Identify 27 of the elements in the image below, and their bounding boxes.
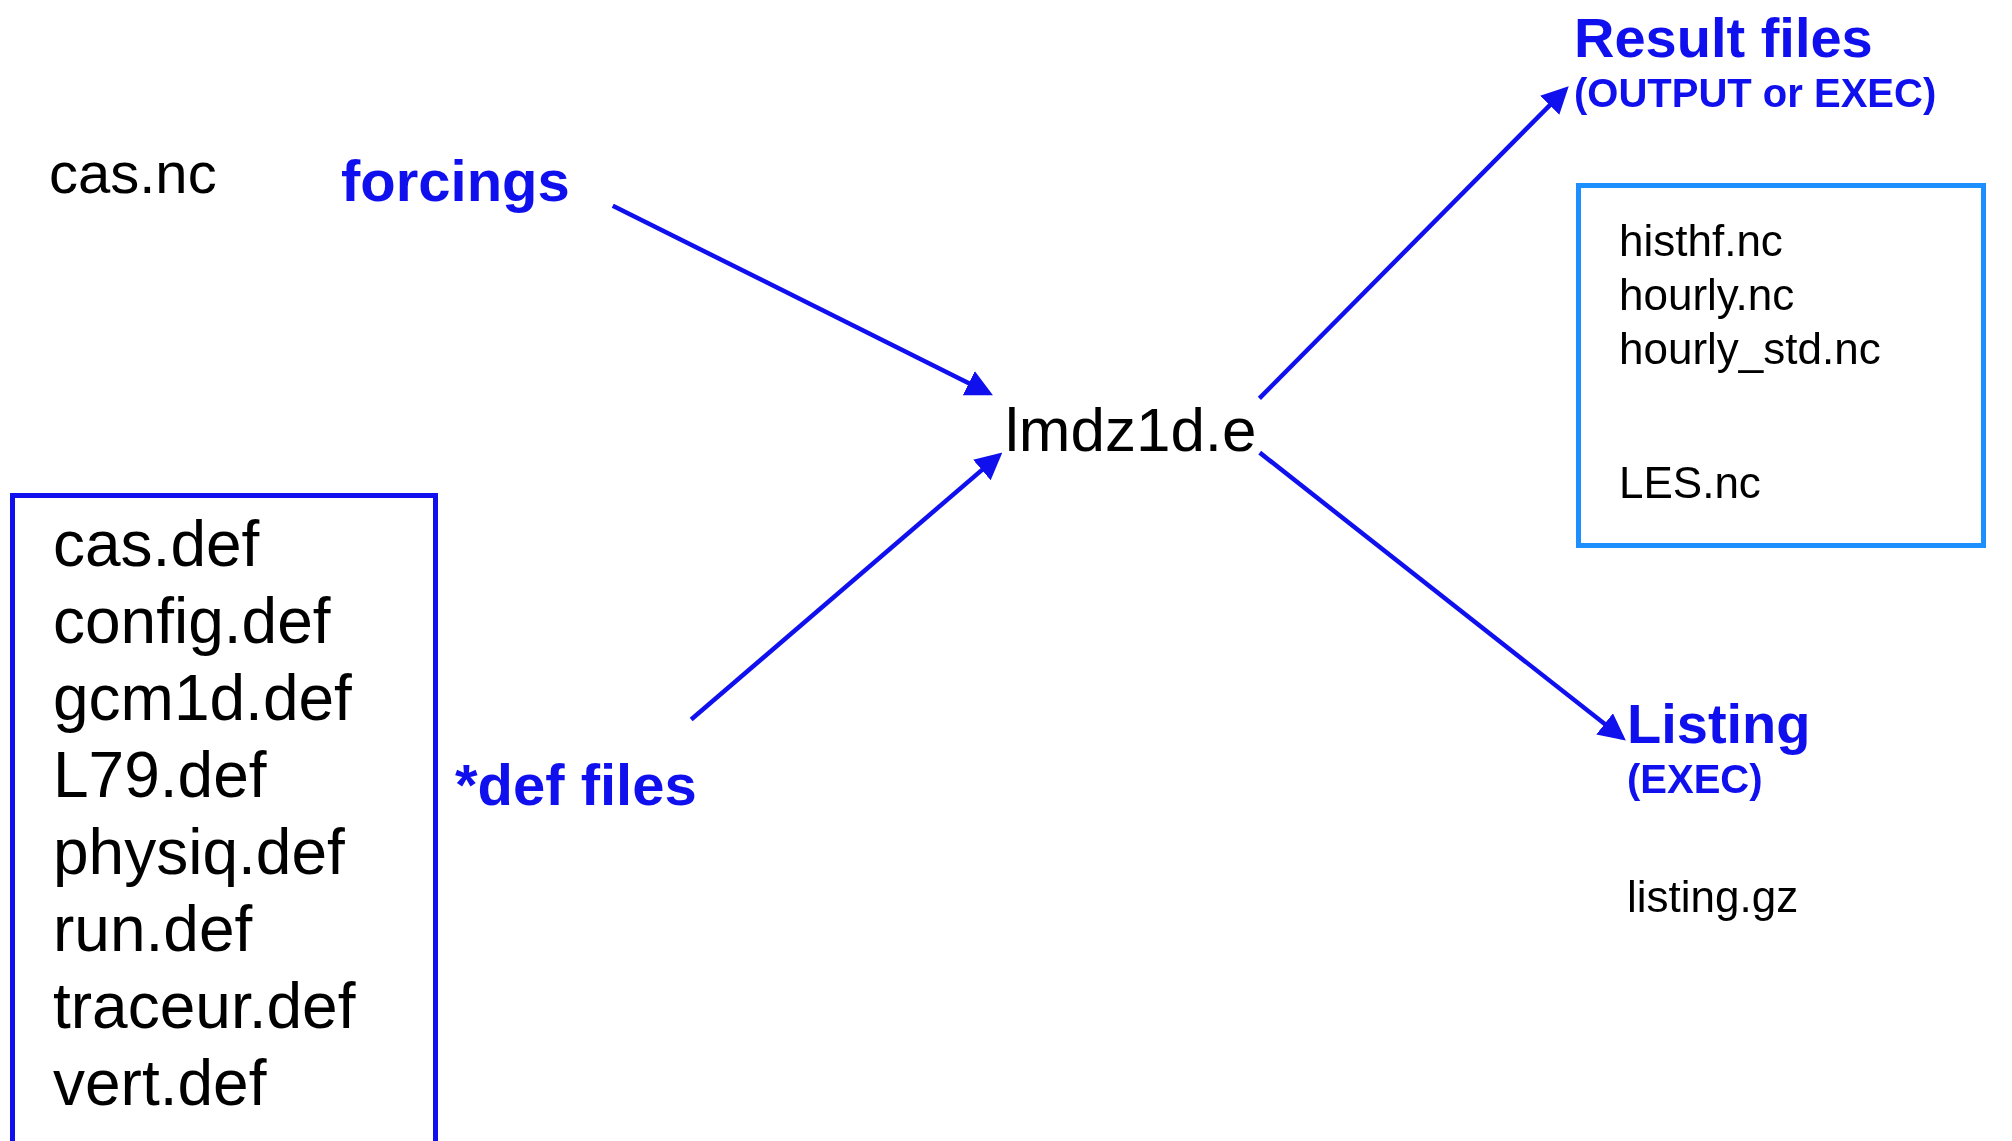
file-name: gcm1d.def xyxy=(53,661,352,736)
file-list-box xyxy=(10,493,438,1141)
program-name: lmdz1d.e xyxy=(1005,394,1257,466)
file-name: traceur.def xyxy=(53,969,356,1044)
input-label: forcings xyxy=(341,148,570,214)
file-name: LES.nc xyxy=(1619,457,1761,509)
file-name: listing.gz xyxy=(1627,871,1799,923)
output-heading: Result files xyxy=(1574,6,1873,70)
output-subheading: (EXEC) xyxy=(1627,756,1763,802)
input-label: *def files xyxy=(455,752,697,818)
arrow xyxy=(1257,86,1569,400)
arrow xyxy=(689,452,1003,722)
output-subheading: (OUTPUT or EXEC) xyxy=(1574,70,1937,116)
file-name: L79.def xyxy=(53,738,267,813)
file-name: run.def xyxy=(53,892,253,967)
file-list-box xyxy=(1576,183,1986,548)
file-name: cas.def xyxy=(53,507,260,582)
file-name: config.def xyxy=(53,584,331,659)
output-heading: Listing xyxy=(1627,692,1811,756)
file-name: physiq.def xyxy=(53,815,345,890)
file-name: vert.def xyxy=(53,1046,267,1121)
arrow xyxy=(1258,450,1626,741)
file-name: cas.nc xyxy=(49,140,217,206)
arrow xyxy=(611,203,993,396)
file-name: hourly.nc xyxy=(1619,269,1795,321)
file-name: histhf.nc xyxy=(1619,215,1783,267)
file-name: hourly_std.nc xyxy=(1619,323,1881,375)
